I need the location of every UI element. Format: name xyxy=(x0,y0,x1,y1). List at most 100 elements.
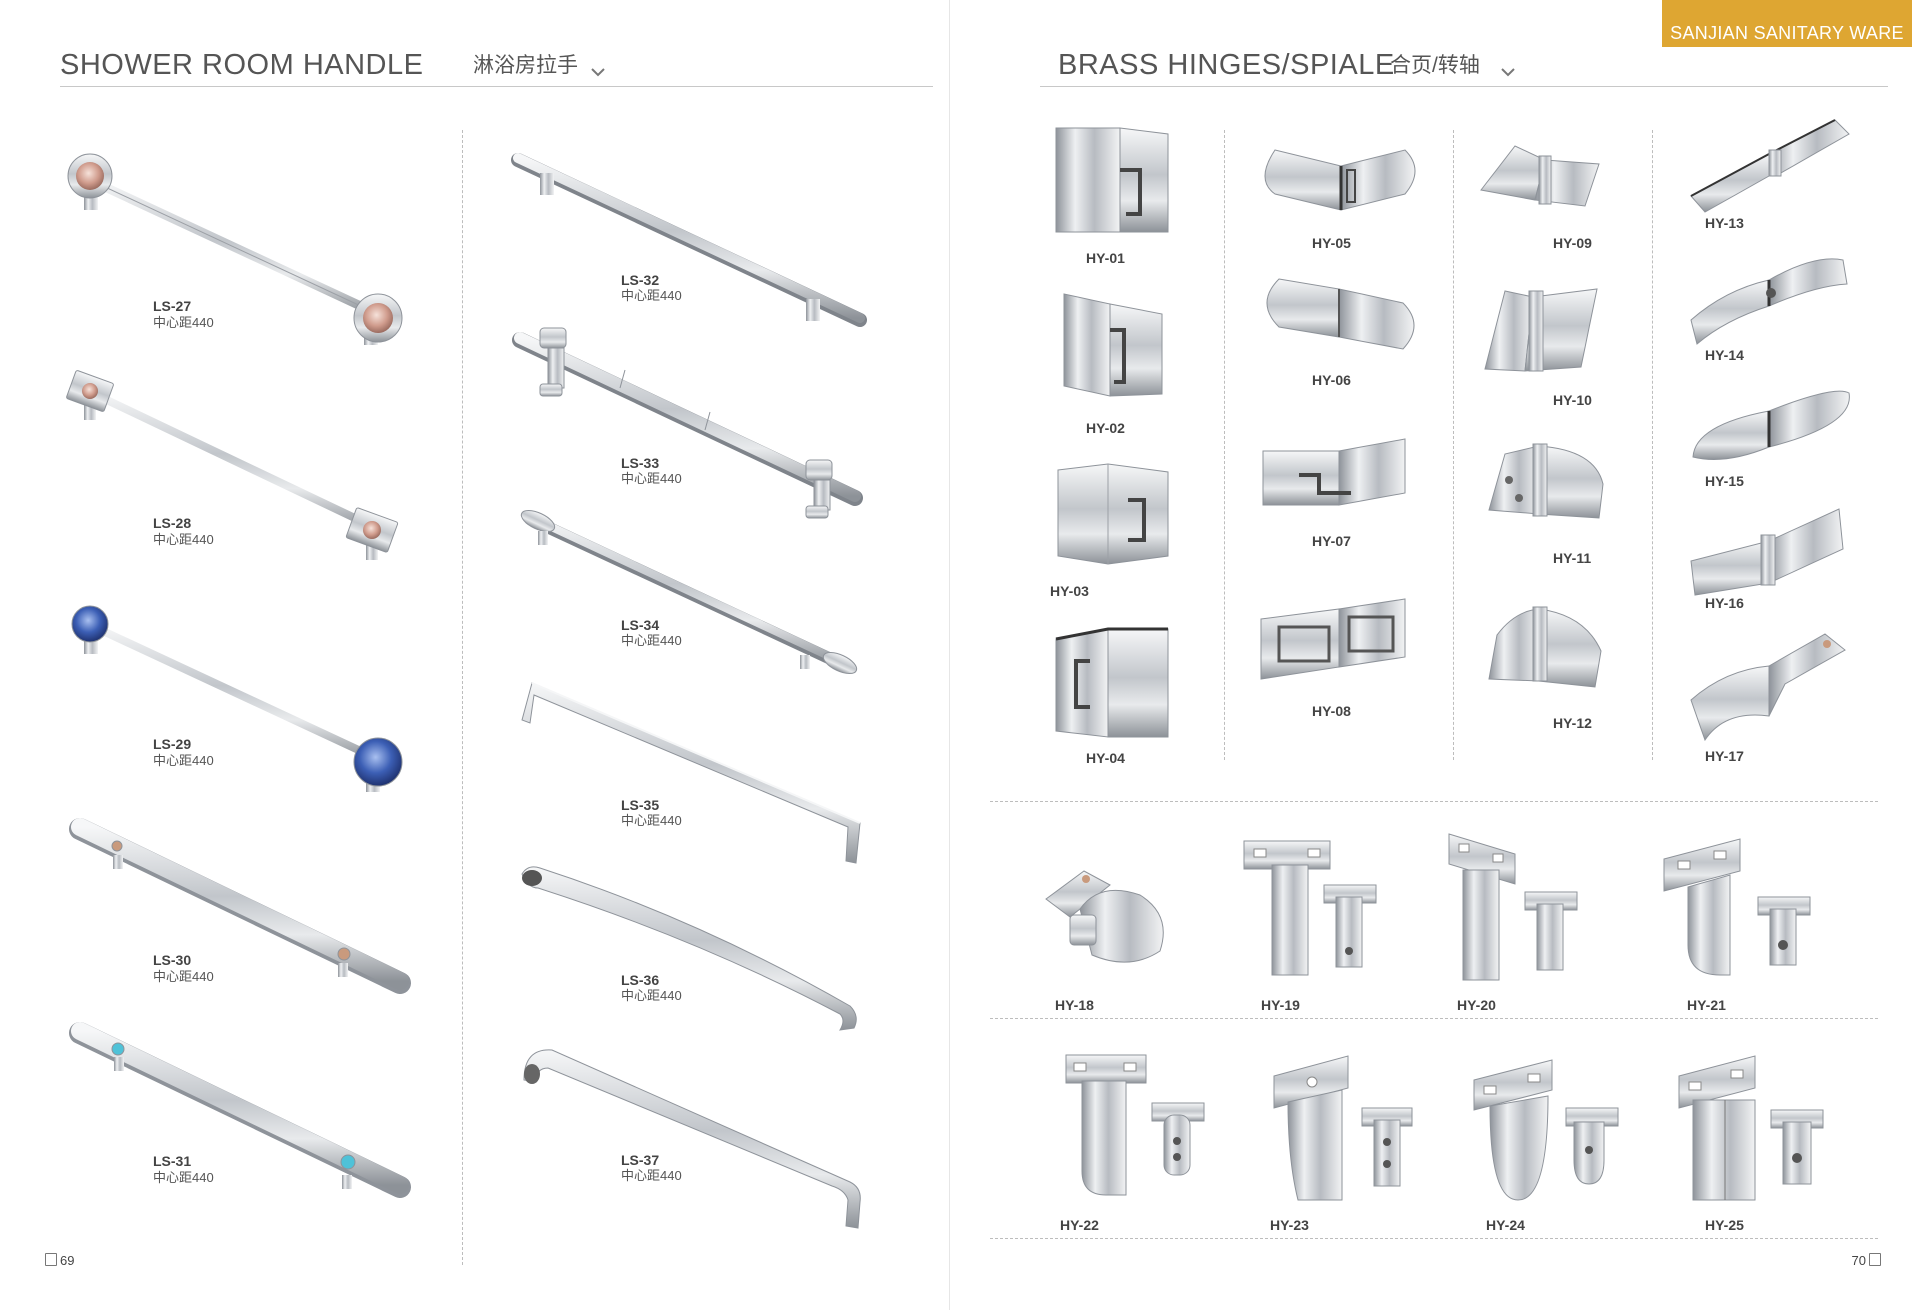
handle-ls-35[interactable]: LS-35 中心距440 xyxy=(510,675,870,870)
handle-ls-37[interactable]: LS-37 中心距440 xyxy=(510,1040,870,1240)
handle-ls-28[interactable]: LS-28 中心距440 xyxy=(60,370,420,570)
handle-ls-34[interactable]: LS-34 中心距440 xyxy=(510,505,870,685)
product-code: HY-04 xyxy=(1086,750,1125,766)
hinge-hy-16[interactable]: HY-16 xyxy=(1685,505,1860,620)
handle-ls-32-image xyxy=(511,153,867,327)
product-code: LS-29 xyxy=(153,736,192,752)
spiale-hy-24-image xyxy=(1473,1059,1619,1201)
product-code: HY-11 xyxy=(1553,550,1592,566)
spiale-hy-18-image xyxy=(1045,870,1164,963)
product-code: LS-34 xyxy=(621,617,660,633)
product-code: HY-03 xyxy=(1050,583,1089,599)
handle-ls-34-image xyxy=(520,509,858,675)
product-code: HY-23 xyxy=(1270,1217,1309,1233)
product-code: HY-22 xyxy=(1060,1217,1099,1233)
spiale-hy-19-image xyxy=(1243,840,1377,976)
column-divider xyxy=(1652,130,1653,760)
hinge-hy-01[interactable]: HY-01 xyxy=(1050,120,1190,270)
row-divider xyxy=(990,1238,1878,1239)
hinge-hy-12[interactable]: HY-12 xyxy=(1475,605,1635,735)
handle-ls-29-image xyxy=(71,605,403,792)
product-code: LS-28 xyxy=(153,515,192,531)
row-divider xyxy=(990,801,1878,802)
handle-ls-29[interactable]: LS-29 中心距440 xyxy=(60,600,420,800)
hinge-hy-09-image xyxy=(1480,145,1600,207)
hinge-hy-09[interactable]: HY-09 xyxy=(1475,140,1635,260)
spiale-hy-21-image xyxy=(1663,838,1811,976)
hinge-hy-04-image xyxy=(1055,627,1169,738)
hinge-hy-02[interactable]: HY-02 xyxy=(1050,290,1190,440)
spiale-hy-21[interactable]: HY-21 xyxy=(1660,835,1820,1015)
hinge-hy-12-image xyxy=(1488,606,1602,688)
hinge-hy-10[interactable]: HY-10 xyxy=(1475,285,1635,410)
product-code: HY-18 xyxy=(1055,997,1094,1013)
product-code: HY-13 xyxy=(1705,215,1744,231)
page-number-left: 69 xyxy=(42,1253,74,1268)
hinge-hy-11[interactable]: HY-11 xyxy=(1475,440,1635,570)
product-code: HY-17 xyxy=(1705,748,1744,764)
hinge-hy-04[interactable]: HY-04 xyxy=(1050,625,1190,770)
handle-ls-33[interactable]: LS-33 中心距440 xyxy=(510,320,870,530)
product-spec: 中心距440 xyxy=(153,315,214,330)
product-code: HY-06 xyxy=(1312,372,1351,388)
spiale-hy-23[interactable]: HY-23 xyxy=(1270,1050,1420,1235)
hinge-hy-14[interactable]: HY-14 xyxy=(1685,250,1860,368)
spiale-hy-19[interactable]: HY-19 xyxy=(1240,835,1390,1015)
hinge-hy-15[interactable]: HY-15 xyxy=(1685,375,1860,495)
spiale-hy-20[interactable]: HY-20 xyxy=(1445,830,1595,1015)
hinge-hy-07[interactable]: HY-07 xyxy=(1255,435,1425,555)
product-spec: 中心距440 xyxy=(621,1168,682,1183)
spiale-hy-22-image xyxy=(1065,1054,1205,1196)
hinge-hy-01-image xyxy=(1055,127,1169,233)
section-title-brass-hinges: BRASS HINGES/SPIALE 合页/转轴 xyxy=(1040,46,1888,87)
spiale-hy-22[interactable]: HY-22 xyxy=(1060,1045,1210,1235)
product-code: HY-01 xyxy=(1086,250,1125,266)
spiale-hy-25-image xyxy=(1678,1055,1824,1201)
handle-ls-31[interactable]: LS-31 中心距440 xyxy=(60,1015,420,1210)
product-code: HY-20 xyxy=(1457,997,1496,1013)
brand-tag: SANJIAN SANITARY WARE xyxy=(1662,0,1912,47)
handle-ls-30[interactable]: LS-30 中心距440 xyxy=(60,815,420,1000)
handle-ls-32[interactable]: LS-32 中心距440 xyxy=(510,145,870,335)
product-code: LS-37 xyxy=(621,1152,660,1168)
hinge-hy-17[interactable]: HY-17 xyxy=(1685,630,1860,764)
hinge-hy-07-image xyxy=(1262,438,1406,506)
hinge-hy-05[interactable]: HY-05 xyxy=(1255,140,1425,260)
hinge-hy-03[interactable]: HY-03 xyxy=(1050,460,1190,605)
hinge-hy-06[interactable]: HY-06 xyxy=(1255,275,1425,400)
spiale-hy-24[interactable]: HY-24 xyxy=(1470,1050,1630,1235)
spiale-hy-18[interactable]: HY-18 xyxy=(1040,855,1190,1015)
product-code: HY-09 xyxy=(1553,235,1592,251)
handle-ls-28-image xyxy=(66,370,399,560)
spiale-hy-20-image xyxy=(1448,833,1578,981)
product-spec: 中心距440 xyxy=(621,471,682,486)
product-code: HY-08 xyxy=(1312,703,1351,719)
handle-ls-27[interactable]: LS-27 中心距440 xyxy=(60,150,420,360)
product-code: HY-05 xyxy=(1312,235,1351,251)
product-code: HY-02 xyxy=(1086,420,1125,436)
product-code: HY-16 xyxy=(1705,595,1744,611)
column-divider xyxy=(462,130,463,1265)
section-title-zh: 合页/转轴 xyxy=(1390,54,1480,77)
handle-ls-35-image xyxy=(521,682,861,864)
hinge-hy-08[interactable]: HY-08 xyxy=(1255,595,1425,720)
product-code: HY-15 xyxy=(1705,473,1744,489)
product-code: HY-19 xyxy=(1261,997,1300,1013)
page-icon xyxy=(1869,1253,1881,1266)
hinge-hy-15-image xyxy=(1692,390,1850,460)
row-divider xyxy=(990,1018,1878,1019)
product-code: LS-31 xyxy=(153,1153,192,1169)
handle-ls-36-image xyxy=(521,866,857,1031)
product-code: LS-36 xyxy=(621,972,660,988)
hinge-hy-05-image xyxy=(1264,149,1416,211)
left-page: SHOWER ROOM HANDLE 淋浴房拉手 LS-27 中心距440 LS… xyxy=(0,0,950,1310)
product-code: HY-25 xyxy=(1705,1217,1744,1233)
hinge-hy-13[interactable]: HY-13 xyxy=(1685,119,1860,235)
handle-ls-33-image xyxy=(512,327,863,519)
handle-ls-36[interactable]: LS-36 中心距440 xyxy=(510,860,870,1040)
product-spec: 中心距440 xyxy=(153,753,214,768)
hinge-hy-14-image xyxy=(1690,258,1848,345)
spiale-hy-25[interactable]: HY-25 xyxy=(1675,1050,1835,1235)
product-code: LS-27 xyxy=(153,298,192,314)
page-number-right: 70 xyxy=(1852,1253,1884,1268)
